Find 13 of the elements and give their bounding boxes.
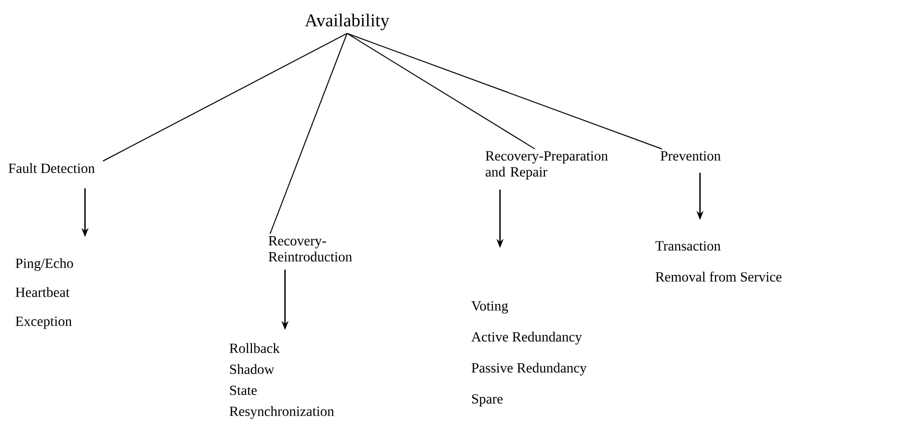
tactic-list: Voting Active Redundancy Passive Redundancy Spare bbox=[471, 301, 587, 406]
category-label: Prevention bbox=[660, 151, 721, 161]
category-label: Fault Detection bbox=[8, 163, 95, 174]
connector-line bbox=[102, 32, 348, 162]
tactic-list: Ping/Echo Heartbeat Exception bbox=[16, 258, 73, 329]
category-label: Recovery-Preparation and Repair bbox=[486, 151, 608, 180]
connector-line bbox=[346, 32, 662, 150]
root-label: Availability bbox=[304, 14, 390, 30]
connector-line bbox=[346, 32, 536, 150]
category-label: Recovery- Reintroduction bbox=[268, 236, 352, 262]
tactic-list: Transaction Removal from Service bbox=[655, 241, 782, 282]
connector-line bbox=[270, 32, 348, 234]
tactic-list: Rollback Shadow State Resynchronization bbox=[230, 343, 334, 419]
